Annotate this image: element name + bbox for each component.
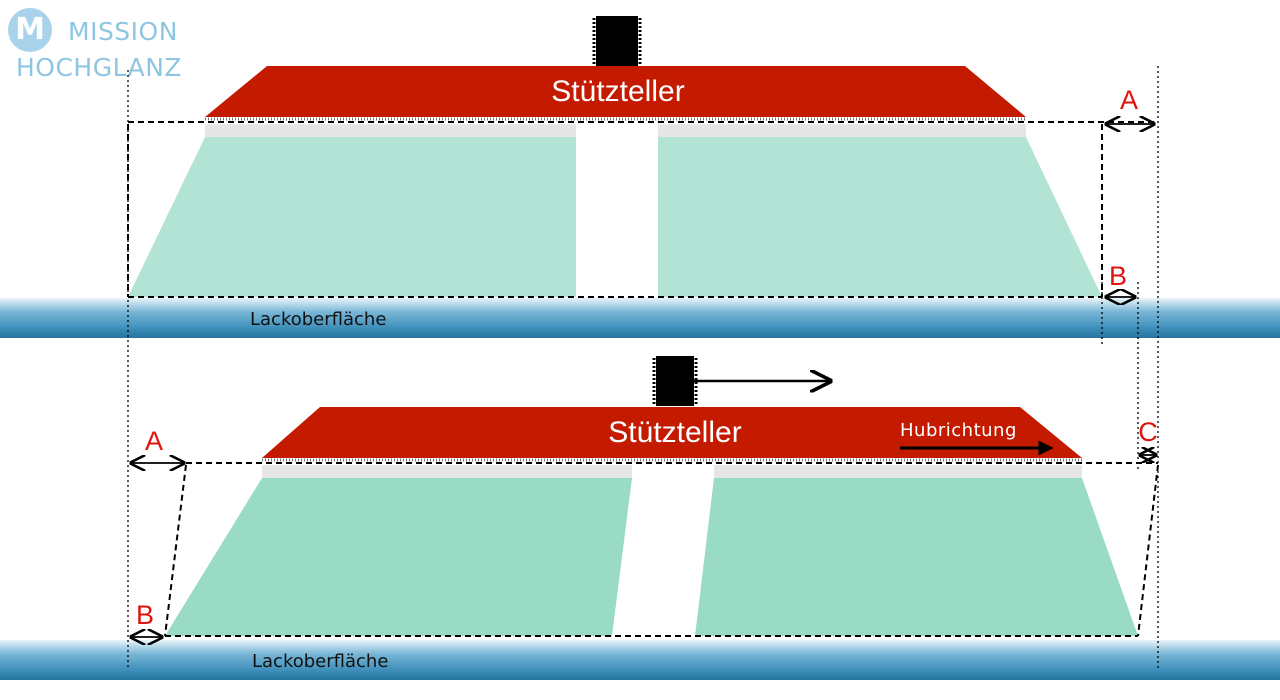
logo-text-hochglanz: HOCHGLANZ: [16, 53, 183, 82]
logo-badge: M: [8, 8, 52, 52]
top-diagram: Stützteller A B Lackoberfläche: [127, 16, 1158, 330]
logo-text-mission: MISSION: [68, 17, 178, 46]
bottom-dimension-c-label: C: [1138, 417, 1158, 447]
paint-surface-bottom: [0, 640, 1280, 680]
bottom-surface-label: Lackoberfläche: [252, 651, 388, 672]
bottom-strip-left: [262, 465, 632, 478]
paint-surface-top: [0, 298, 1280, 338]
top-dimension-b-label: B: [1109, 261, 1127, 291]
bottom-diagram: Stützteller Hubrichtung A B C Lackoberfl…: [131, 356, 1159, 672]
top-machine-icon: [592, 16, 642, 66]
top-plate-label: Stützteller: [551, 75, 684, 108]
bottom-backing-plate: [262, 407, 1082, 458]
direction-label: Hubrichtung: [900, 420, 1017, 441]
top-backing-plate: [205, 66, 1026, 117]
top-surface-label: Lackoberfläche: [250, 309, 386, 330]
logo: M MISSION HOCHGLANZ: [8, 8, 198, 88]
bottom-dimension-b-label: B: [136, 600, 154, 630]
top-strip-right: [658, 124, 1026, 137]
bottom-pad-right: [695, 478, 1138, 636]
top-pad-right: [658, 137, 1102, 297]
bottom-dimension-a-label: A: [145, 426, 163, 456]
top-strip-left: [205, 124, 576, 137]
bottom-pad-left: [165, 478, 632, 636]
top-pad-left: [128, 137, 576, 297]
bottom-machine-icon: [652, 356, 698, 406]
bottom-strip-right: [714, 465, 1082, 478]
bottom-plate-label: Stützteller: [608, 416, 741, 449]
top-dimension-a-label: A: [1120, 85, 1138, 115]
